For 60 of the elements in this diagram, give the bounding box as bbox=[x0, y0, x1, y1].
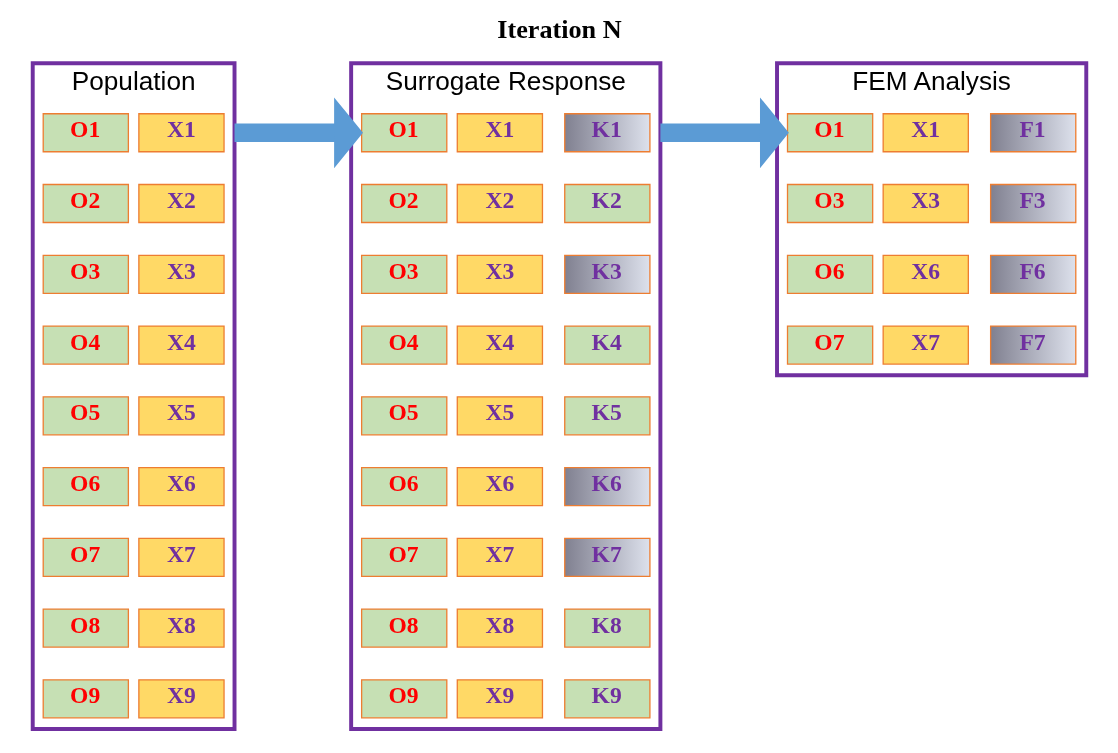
node-box: O9 bbox=[360, 679, 447, 719]
node-box: X8 bbox=[137, 608, 225, 648]
node-box: X7 bbox=[456, 537, 543, 577]
node-box: O5 bbox=[360, 396, 447, 436]
node-box: X3 bbox=[456, 254, 543, 294]
node-box: X6 bbox=[882, 254, 969, 294]
node-box: O9 bbox=[42, 679, 129, 719]
node-box: X7 bbox=[137, 537, 225, 577]
node-box: X2 bbox=[137, 183, 225, 224]
node-box: O3 bbox=[786, 183, 873, 224]
node-box: X1 bbox=[456, 113, 543, 153]
arrow bbox=[234, 97, 363, 169]
node-box: K4 bbox=[563, 325, 651, 365]
node-box: O5 bbox=[42, 396, 129, 436]
node-box: O3 bbox=[42, 254, 129, 294]
node-box: X4 bbox=[137, 325, 225, 365]
node-box: K5 bbox=[563, 396, 651, 436]
node-box: X5 bbox=[456, 396, 543, 436]
node-box: X8 bbox=[456, 608, 543, 648]
node-box: X6 bbox=[137, 466, 225, 507]
node-box: O6 bbox=[42, 466, 129, 507]
node-box: O2 bbox=[42, 183, 129, 224]
node-box: X3 bbox=[137, 254, 225, 294]
node-box: X4 bbox=[456, 325, 543, 365]
node-box: O8 bbox=[42, 608, 129, 648]
node-box: X3 bbox=[882, 183, 969, 224]
node-box: X1 bbox=[137, 113, 225, 153]
node-box: O4 bbox=[360, 325, 447, 365]
node-box: K8 bbox=[563, 608, 651, 648]
node-box: X7 bbox=[882, 325, 969, 365]
node-box: F1 bbox=[989, 113, 1076, 153]
node-box: X9 bbox=[137, 679, 225, 719]
node-box: X2 bbox=[456, 183, 543, 224]
node-box: O7 bbox=[360, 537, 447, 577]
node-box: X1 bbox=[882, 113, 969, 153]
node-box: O1 bbox=[786, 113, 873, 153]
node-box: F3 bbox=[989, 183, 1076, 224]
node-box: O6 bbox=[786, 254, 873, 294]
node-box: K2 bbox=[563, 183, 651, 224]
node-box: X6 bbox=[456, 466, 543, 507]
node-box: O3 bbox=[360, 254, 447, 294]
node-box: X9 bbox=[456, 679, 543, 719]
node-box: K9 bbox=[563, 679, 651, 719]
node-box: K7 bbox=[563, 537, 651, 577]
node-box: K3 bbox=[563, 254, 651, 294]
node-box: K1 bbox=[563, 113, 651, 153]
node-box: F6 bbox=[989, 254, 1076, 294]
node-box: O2 bbox=[360, 183, 447, 224]
node-box: O7 bbox=[786, 325, 873, 365]
node-box: O6 bbox=[360, 466, 447, 507]
node-box: O8 bbox=[360, 608, 447, 648]
diagram-title: Iteration N bbox=[496, 15, 622, 45]
arrow bbox=[659, 97, 789, 169]
node-box: K6 bbox=[563, 466, 651, 507]
node-box: O1 bbox=[42, 113, 129, 153]
node-box: O7 bbox=[42, 537, 129, 577]
node-box: O4 bbox=[42, 325, 129, 365]
node-box: X5 bbox=[137, 396, 225, 436]
node-box: F7 bbox=[989, 325, 1076, 365]
node-box: O1 bbox=[360, 113, 447, 153]
